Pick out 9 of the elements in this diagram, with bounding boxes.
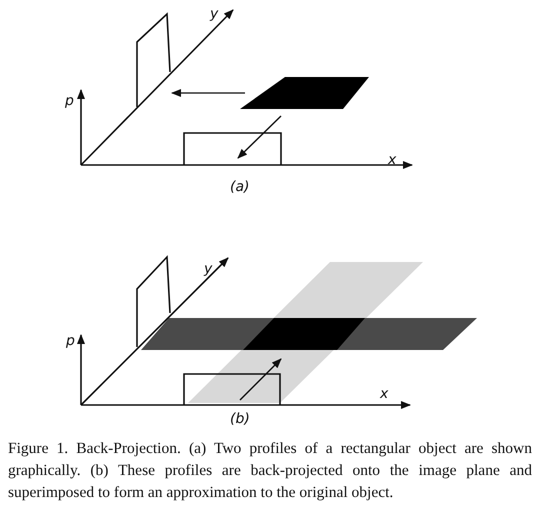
axis-label: x (388, 153, 396, 167)
axis-label: y (210, 7, 218, 21)
panel-label: (a) (230, 180, 250, 194)
panel-label: (b) (230, 412, 250, 426)
axis-label: p (66, 334, 75, 348)
axis-label: y (204, 262, 212, 276)
axis-label: x (380, 387, 388, 401)
figure-caption: Figure 1. Back-Projection. (a) Two profiles of a rectangular object are shown graphically. (b) These profiles are back-projected onto the image plane and superimposed to form an approximation to the original object. (8, 439, 532, 503)
axis-label: p (65, 94, 74, 108)
